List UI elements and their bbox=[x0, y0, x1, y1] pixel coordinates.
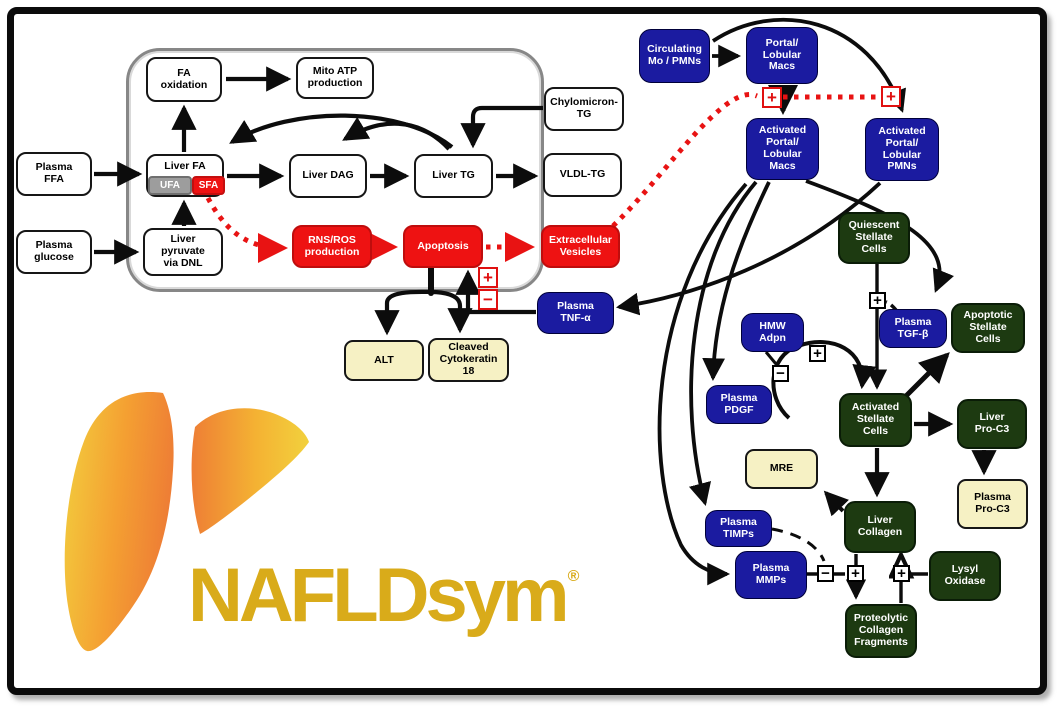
node-extracellular-vesicles: Extracellular Vesicles bbox=[541, 225, 620, 268]
plus-sign-stellate-activation: + bbox=[869, 292, 886, 309]
node-rns-ros-production: RNS/ROS production bbox=[292, 225, 372, 268]
plus-sign-tnf-apoptosis: + bbox=[478, 267, 498, 288]
node-portal-lobular-macs: Portal/ Lobular Macs bbox=[746, 27, 818, 84]
arrow-macs-to-mmps bbox=[657, 182, 748, 586]
node-alt: ALT bbox=[344, 340, 424, 381]
node-plasma-glucose: Plasma glucose bbox=[16, 230, 92, 274]
node-activated-stellate-cells: Activated Stellate Cells bbox=[839, 393, 912, 447]
node-fa-oxidation: FA oxidation bbox=[146, 57, 222, 102]
node-cleaved-cytokeratin-18: Cleaved Cytokeratin 18 bbox=[428, 338, 509, 382]
node-quiescent-stellate-cells: Quiescent Stellate Cells bbox=[838, 212, 910, 264]
liver-logo-icon bbox=[64, 392, 309, 652]
node-plasma-mmps: Plasma MMPs bbox=[735, 551, 807, 599]
node-sfa: SFA bbox=[192, 176, 225, 195]
node-mito-atp-production: Mito ATP production bbox=[296, 57, 374, 99]
node-vldl-tg: VLDL-TG bbox=[543, 153, 622, 197]
arrow-tg-to-dag-curve bbox=[342, 116, 451, 151]
arrow-apoptosis-to-alt bbox=[374, 289, 432, 336]
node-plasma-pdgf: Plasma PDGF bbox=[706, 385, 772, 424]
minus-sign-timps-mmps: − bbox=[817, 565, 834, 582]
node-plasma-tgf-beta: Plasma TGF-β bbox=[879, 309, 947, 348]
arrow-macs-to-tgf bbox=[805, 179, 954, 293]
plus-sign-lysyl-crosslink: + bbox=[893, 565, 910, 582]
node-apoptotic-stellate-cells: Apoptotic Stellate Cells bbox=[951, 303, 1025, 353]
brand-text: NAFLDsym bbox=[188, 553, 570, 638]
plus-sign-vesicles-macs: + bbox=[762, 87, 782, 108]
node-plasma-ffa: Plasma FFA bbox=[16, 152, 92, 196]
arrow-macs-to-pdgf bbox=[702, 181, 771, 382]
node-liver-collagen: Liver Collagen bbox=[844, 501, 916, 553]
node-ufa: UFA bbox=[148, 176, 192, 195]
node-apoptosis: Apoptosis bbox=[403, 225, 483, 268]
arrow-stellate-to-apoptotic bbox=[904, 352, 950, 398]
plus-sign-mmps-degradation: + bbox=[847, 565, 864, 582]
minus-sign-tnf-apoptosis: − bbox=[478, 289, 498, 310]
node-liver-dag: Liver DAG bbox=[289, 154, 367, 198]
red-dotted-arrows bbox=[205, 91, 878, 263]
arrow-chylomicron-to-tg bbox=[460, 105, 543, 149]
node-proteolytic-collagen-fragments: Proteolytic Collagen Fragments bbox=[845, 604, 917, 658]
line-hmw-to-minus bbox=[764, 351, 778, 365]
registered-mark: ® bbox=[567, 568, 580, 585]
node-circulating-mo-pmns: Circulating Mo / PMNs bbox=[639, 29, 710, 83]
dash-timps-to-minus bbox=[771, 527, 826, 562]
plus-sign-vesicles-pmns: + bbox=[881, 86, 901, 107]
brand-wordmark: NAFLDsym® bbox=[188, 552, 579, 639]
node-hmw-adpn: HMW Adpn bbox=[741, 313, 804, 352]
immune-arrows bbox=[615, 17, 954, 586]
arrow-pmns-to-tnf bbox=[615, 181, 882, 316]
liver-right-lobe bbox=[191, 408, 309, 534]
node-activated-portal-lobular-macs: Activated Portal/ Lobular Macs bbox=[746, 118, 819, 180]
arrow-apoptosis-to-ck18 bbox=[430, 289, 473, 334]
node-plasma-tnf-alpha: Plasma TNF-α bbox=[537, 292, 614, 334]
node-plasma-pro-c3: Plasma Pro-C3 bbox=[957, 479, 1028, 529]
node-activated-portal-lobular-pmns: Activated Portal/ Lobular PMNs bbox=[865, 118, 939, 181]
node-liver-tg: Liver TG bbox=[414, 154, 493, 198]
dash-tgf-to-plus bbox=[885, 300, 898, 312]
line-vesicles-to-plus1 bbox=[611, 91, 758, 228]
minus-sign-hmw-adpn: − bbox=[772, 365, 789, 382]
node-liver-pro-c3: Liver Pro-C3 bbox=[957, 399, 1027, 449]
liver-left-lobe bbox=[64, 392, 174, 652]
arrow-tg-to-liverfa-curve bbox=[229, 113, 454, 149]
node-plasma-timps: Plasma TIMPs bbox=[705, 510, 772, 547]
node-chylomicron-tg: Chylomicron- TG bbox=[544, 87, 624, 131]
arrow-sfa-to-rnsros bbox=[205, 196, 288, 263]
plus-sign-proliferation-loop: + bbox=[809, 345, 826, 362]
arrow-collagen-to-mre bbox=[823, 490, 850, 517]
node-liver-pyruvate-dnl: Liver pyruvate via DNL bbox=[143, 228, 223, 276]
metabolic-arrows bbox=[94, 66, 543, 336]
arrow-macs-to-timps bbox=[688, 180, 758, 506]
node-lysyl-oxidase: Lysyl Oxidase bbox=[929, 551, 1001, 601]
node-mre: MRE bbox=[745, 449, 818, 489]
arrow-circulating-to-pmns-arc bbox=[711, 17, 906, 113]
